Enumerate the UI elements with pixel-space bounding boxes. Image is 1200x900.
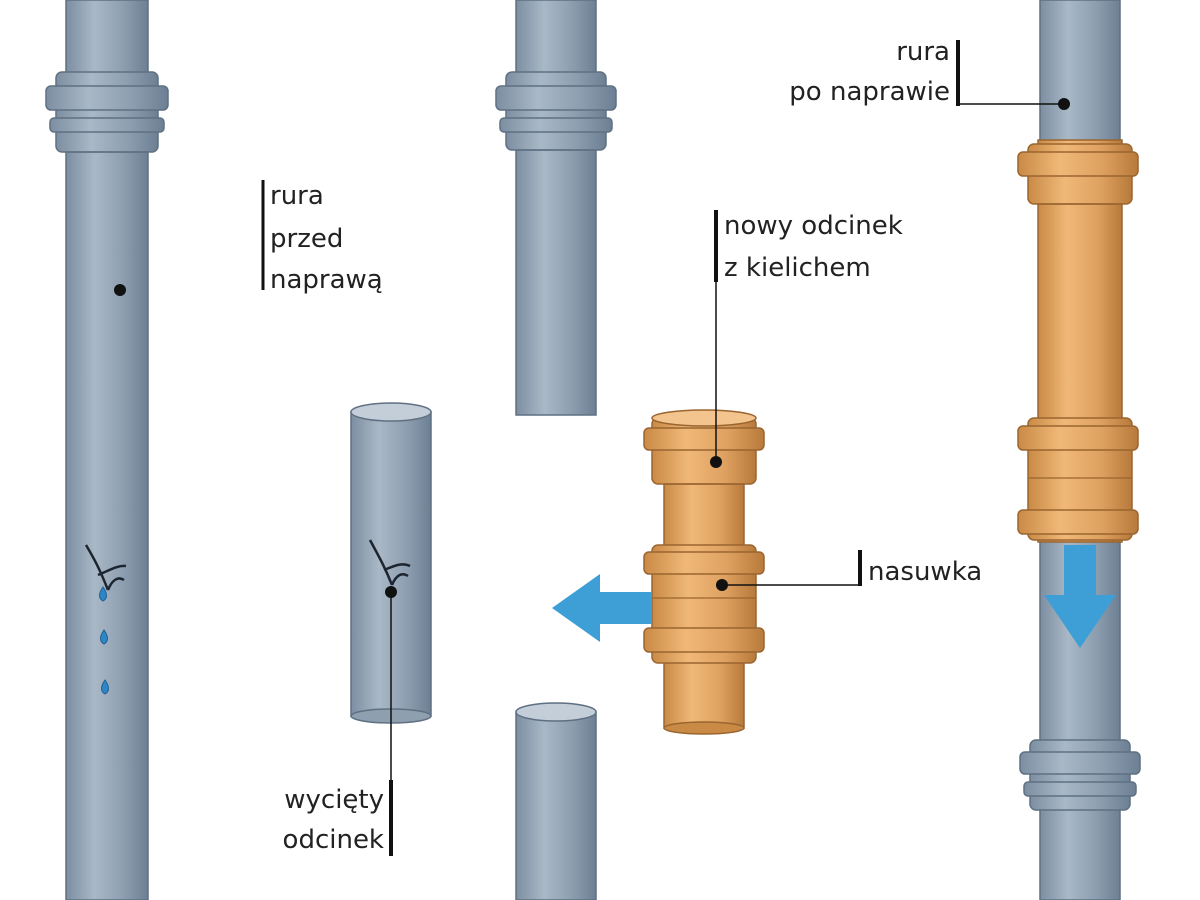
label-line: naprawą [270,265,383,295]
water-drop-icon [101,679,109,695]
coupling [643,544,765,735]
label-pipe-after-repair: rura po naprawie [789,37,1064,107]
label-line: rura [270,181,324,211]
label-line: odcinek [283,825,384,855]
pipe-cut-upper [495,0,617,416]
label-line: przed [270,224,343,254]
pipe-after-repair [1017,0,1141,900]
arrow-down-icon [1044,545,1116,648]
label-line: rura [896,37,950,67]
label-pipe-before-repair: rura przed naprawą [261,180,383,295]
water-drop-icon [100,629,108,645]
label-line: z kielichem [724,253,871,283]
label-line: nasuwka [868,557,982,587]
crack-icon [84,544,127,591]
label-cut-section: wycięty odcinek [283,592,393,856]
water-drop-icon [99,586,107,602]
label-line: wycięty [284,785,384,815]
label-line: po naprawie [789,77,950,107]
label-line: nowy odcinek [724,211,903,241]
label-new-section: nowy odcinek z kielichem [714,210,903,462]
arrow-left-icon [552,574,652,642]
pipe-before-repair [45,0,169,900]
label-coupling: nasuwka [722,550,982,587]
crack-icon [368,539,411,586]
pipe-cut-lower [515,702,597,900]
